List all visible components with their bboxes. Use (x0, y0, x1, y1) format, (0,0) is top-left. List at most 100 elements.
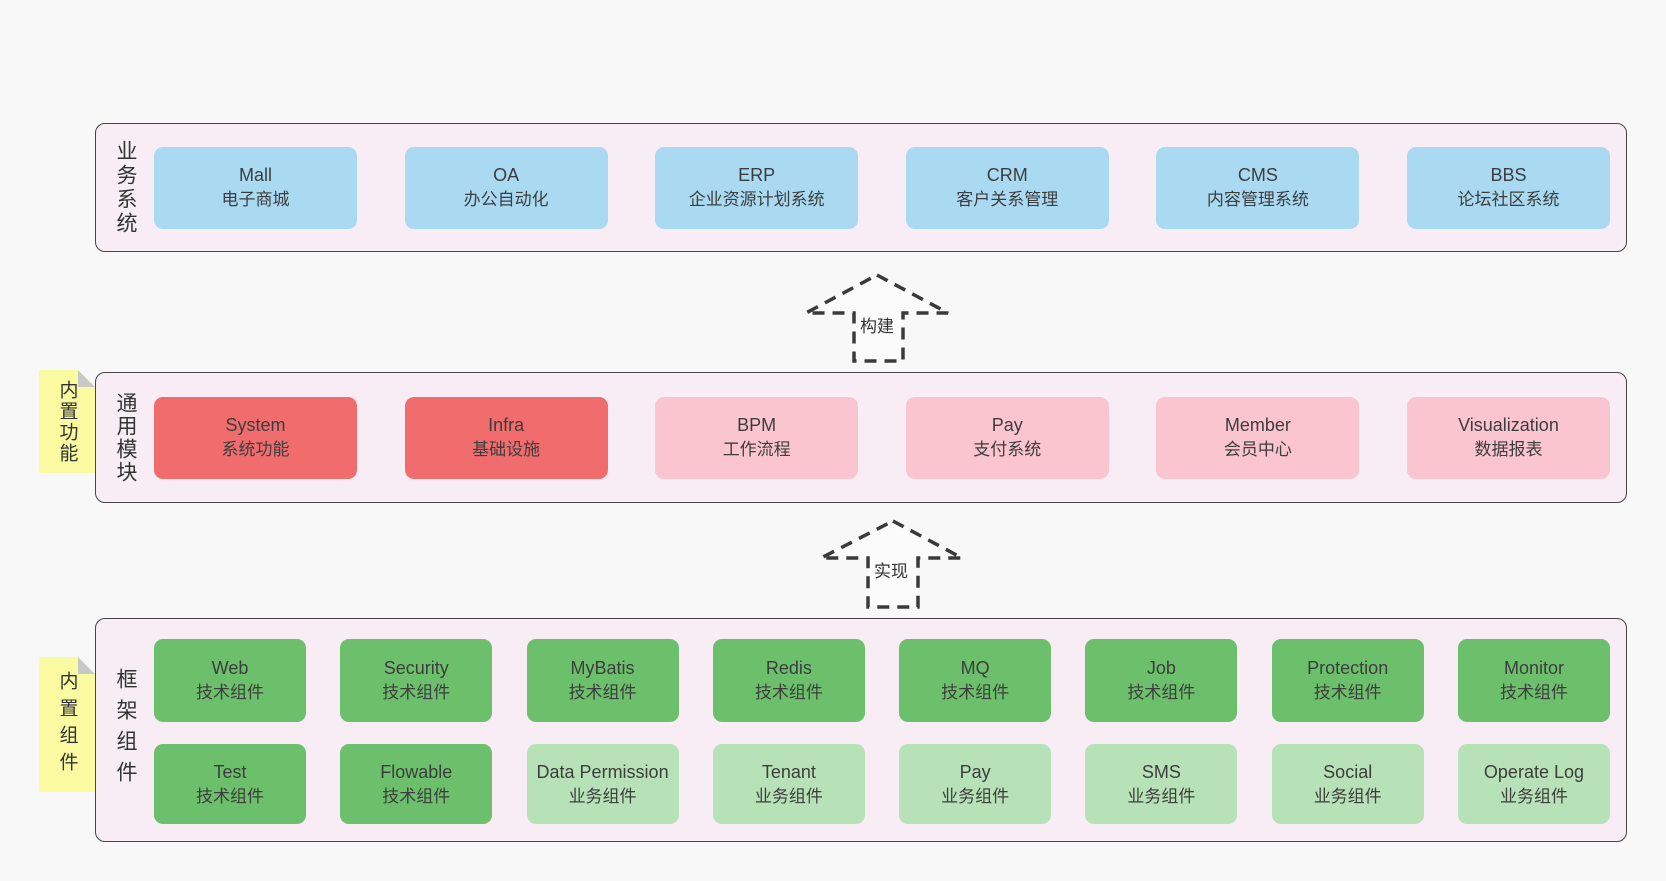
band-business-label: 业务系统 (114, 139, 137, 236)
box-pay-module: Pay 支付系统 (905, 396, 1109, 479)
box-mall: Mall 电子商城 (154, 146, 357, 229)
box-name: Social (1323, 761, 1373, 782)
box-bbs: BBS 论坛社区系统 (1406, 146, 1610, 229)
box-desc: 技术组件 (196, 786, 264, 806)
box-member: Member 会员中心 (1156, 396, 1360, 479)
box-name: Operate Log (1483, 761, 1584, 782)
box-job: Job 技术组件 (1085, 639, 1238, 722)
box-name: Data Permission (536, 761, 669, 782)
implement-arrow: 实现 (819, 518, 965, 610)
box-desc: 技术组件 (196, 683, 264, 703)
box-desc: 数据报表 (1474, 440, 1543, 460)
build-arrow-label: 构建 (857, 312, 897, 337)
band-business-systems: 业务系统 Mall 电子商城 OA 办公自动化 ERP 企业资源计划系统 CRM… (95, 123, 1627, 252)
box-desc: 技术组件 (1499, 683, 1568, 703)
band-modules-content: System 系统功能 Infra 基础设施 BPM 工作流程 Pay 支付系统… (154, 373, 1626, 502)
box-desc: 技术组件 (1127, 683, 1196, 703)
box-name: Security (383, 658, 449, 679)
box-desc: 业务组件 (568, 786, 637, 806)
box-name: Visualization (1458, 415, 1559, 436)
box-desc: 会员中心 (1223, 440, 1292, 460)
box-visualization: Visualization 数据报表 (1406, 396, 1610, 479)
box-mybatis: MyBatis 技术组件 (526, 639, 679, 722)
band-components-content: Web 技术组件 Security 技术组件 MyBatis 技术组件 Redi… (154, 619, 1626, 841)
box-test: Test 技术组件 (154, 744, 306, 824)
band-business-content: Mall 电子商城 OA 办公自动化 ERP 企业资源计划系统 CRM 客户关系… (154, 124, 1626, 251)
box-desc: 技术组件 (754, 683, 823, 703)
box-desc: 论坛社区系统 (1457, 190, 1560, 210)
box-system: System 系统功能 (154, 396, 357, 479)
box-name: ERP (738, 165, 776, 186)
note-built-in-functions: 内置功能 (39, 370, 95, 473)
box-desc: 技术组件 (382, 683, 451, 703)
band-components-label: 框架组件 (114, 668, 137, 792)
box-name: MQ (960, 658, 990, 679)
box-name: BBS (1490, 165, 1527, 186)
box-desc: 系统功能 (221, 440, 290, 460)
box-desc: 业务组件 (941, 786, 1010, 806)
components-row-1: Web 技术组件 Security 技术组件 MyBatis 技术组件 Redi… (154, 639, 1610, 722)
box-operate-log: Operate Log 业务组件 (1457, 744, 1610, 824)
box-name: Test (213, 761, 247, 782)
box-desc: 业务组件 (754, 786, 823, 806)
box-name: Protection (1307, 658, 1389, 679)
box-security: Security 技术组件 (340, 639, 493, 722)
box-name: CMS (1237, 165, 1278, 186)
box-desc: 基础设施 (472, 440, 541, 460)
box-monitor: Monitor 技术组件 (1457, 639, 1610, 722)
box-mq: MQ 技术组件 (899, 639, 1052, 722)
box-pay-component: Pay 业务组件 (899, 744, 1052, 824)
box-name: Redis (765, 658, 812, 679)
box-name: Pay (991, 415, 1023, 436)
box-erp: ERP 企业资源计划系统 (655, 146, 859, 229)
box-desc: 工作流程 (722, 440, 791, 460)
box-name: Job (1146, 658, 1176, 679)
box-name: Mall (238, 165, 272, 186)
box-social: Social 业务组件 (1271, 744, 1424, 824)
box-desc: 技术组件 (382, 786, 451, 806)
box-infra: Infra 基础设施 (404, 396, 608, 479)
box-oa: OA 办公自动化 (404, 146, 608, 229)
box-desc: 业务组件 (1127, 786, 1196, 806)
band-modules-label: 通用模块 (114, 391, 137, 484)
box-desc: 技术组件 (1313, 683, 1382, 703)
box-crm: CRM 客户关系管理 (905, 146, 1109, 229)
box-name: Pay (959, 761, 991, 782)
box-name: Tenant (761, 761, 816, 782)
band-framework-components: 框架组件 Web 技术组件 Security 技术组件 MyBatis 技术组件… (95, 618, 1627, 842)
box-desc: 业务组件 (1313, 786, 1382, 806)
box-name: SMS (1141, 761, 1181, 782)
box-name: System (225, 415, 286, 436)
note-built-in-components: 内置组件 (39, 657, 95, 792)
box-bpm: BPM 工作流程 (655, 396, 859, 479)
box-desc: 内容管理系统 (1206, 190, 1309, 210)
box-desc: 技术组件 (568, 683, 637, 703)
box-tenant: Tenant 业务组件 (712, 744, 865, 824)
box-name: OA (493, 165, 520, 186)
components-row-2: Test 技术组件 Flowable 技术组件 Data Permission … (154, 744, 1610, 824)
box-name: Infra (488, 415, 525, 436)
implement-arrow-label: 实现 (871, 557, 911, 582)
box-name: MyBatis (570, 658, 635, 679)
box-flowable: Flowable 技术组件 (340, 744, 493, 824)
box-desc: 电子商城 (221, 190, 290, 210)
box-desc: 客户关系管理 (956, 190, 1059, 210)
box-cms: CMS 内容管理系统 (1156, 146, 1360, 229)
box-redis: Redis 技术组件 (712, 639, 865, 722)
box-name: Monitor (1503, 658, 1564, 679)
note-built-in-components-text: 内置组件 (56, 670, 78, 779)
box-name: Member (1224, 415, 1291, 436)
box-name: Flowable (380, 761, 453, 782)
box-name: Web (211, 658, 249, 679)
box-desc: 企业资源计划系统 (688, 190, 825, 210)
box-name: BPM (737, 415, 777, 436)
box-name: CRM (986, 165, 1028, 186)
band-common-modules: 通用模块 System 系统功能 Infra 基础设施 BPM 工作流程 Pay… (95, 372, 1627, 503)
build-arrow: 构建 (804, 272, 950, 364)
box-desc: 支付系统 (973, 440, 1042, 460)
box-desc: 技术组件 (941, 683, 1010, 703)
box-desc: 办公自动化 (463, 190, 549, 210)
box-data-permission: Data Permission 业务组件 (526, 744, 679, 824)
box-protection: Protection 技术组件 (1271, 639, 1424, 722)
